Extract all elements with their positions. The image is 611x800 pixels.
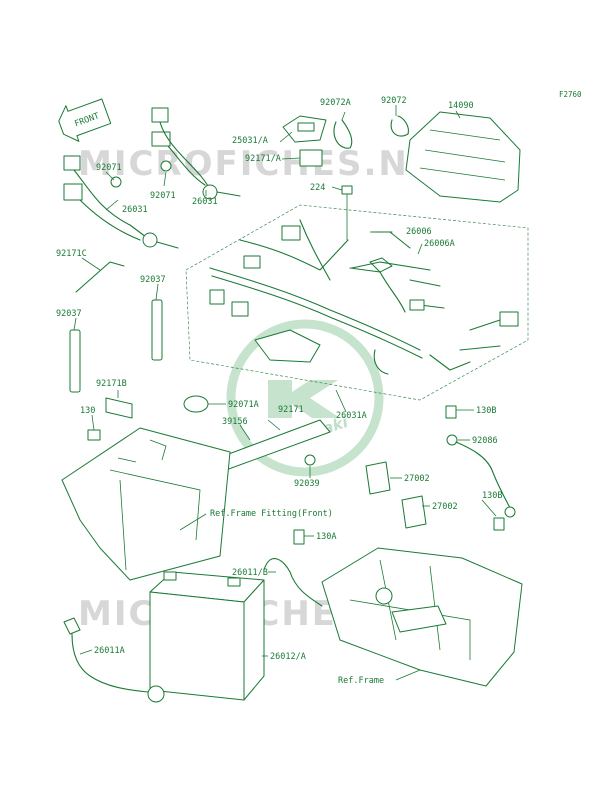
callout-39156: 39156 — [222, 417, 248, 427]
callout-92071-a: 92071 — [96, 163, 122, 173]
part-130A-bolt — [293, 529, 305, 545]
leader-lines — [73, 105, 497, 681]
part-26031-subharness — [63, 107, 241, 249]
callout-25031A: 25031/A — [232, 136, 268, 146]
callout-92171A: 92171/A — [245, 154, 281, 164]
callout-224: 224 — [310, 183, 325, 193]
figure-code: F2760 — [559, 90, 582, 99]
part-27002-cover-a — [365, 461, 391, 495]
callout-ref-frame-fitting-front: Ref.Frame Fitting(Front) — [210, 509, 333, 519]
part-25031-relay — [282, 115, 327, 143]
part-14090-cover — [405, 111, 521, 203]
frame-fitting-front — [61, 427, 231, 581]
callout-26011A: 26011A — [94, 646, 125, 656]
callout-92039: 92039 — [294, 479, 320, 489]
part-92086-ground-cable — [445, 405, 516, 531]
part-92037-band-a — [151, 299, 163, 361]
callout-26012A: 26012/A — [270, 652, 306, 662]
callout-26031A: 26031A — [336, 411, 367, 421]
callout-92171B: 92171B — [96, 379, 127, 389]
part-92037-band-b — [69, 329, 81, 393]
callout-92037-a: 92037 — [140, 275, 166, 285]
part-27002-cover-b — [401, 495, 427, 529]
callout-92071-b: 92071 — [150, 191, 176, 201]
part-130-bolt — [87, 429, 101, 441]
callout-92037-b: 92037 — [56, 309, 82, 319]
part-26011A-cable — [63, 617, 165, 703]
part-92039-clip — [304, 454, 316, 466]
callout-92072A: 92072A — [320, 98, 351, 108]
callout-26031-a: 26031 — [122, 205, 148, 215]
callout-26006: 26006 — [406, 227, 432, 237]
callout-92072: 92072 — [381, 96, 407, 106]
front-arrow: FRONT — [58, 98, 112, 142]
watermark-top: MICROFICHES.NET — [78, 144, 459, 184]
callout-27002-b: 27002 — [432, 502, 458, 512]
part-92171B-bracket — [105, 397, 133, 419]
part-92171C-bracket — [75, 261, 125, 293]
callout-27002-a: 27002 — [404, 474, 430, 484]
part-26012A-battery — [149, 571, 265, 701]
callout-130B-b: 130B — [482, 491, 502, 501]
part-92072-clamp — [390, 115, 409, 137]
callout-26011B: 26011/B — [232, 568, 268, 578]
callout-14090: 14090 — [448, 101, 474, 111]
callout-130: 130 — [80, 406, 95, 416]
callout-26031-b: 26031 — [192, 197, 218, 207]
part-92072A-clamp — [333, 119, 353, 149]
part-26011B-cable — [263, 558, 323, 607]
callout-92171: 92171 — [278, 405, 304, 415]
main-harness-box — [185, 204, 529, 401]
part-224-fuse — [341, 185, 353, 240]
part-92071A-grommet — [183, 395, 209, 413]
part-92171A-clip — [299, 149, 323, 167]
frame-rear — [321, 547, 523, 687]
callout-130A: 130A — [316, 532, 336, 542]
callout-130B-a: 130B — [476, 406, 496, 416]
callout-26006A: 26006A — [424, 239, 455, 249]
callout-92086: 92086 — [472, 436, 498, 446]
callout-92171C: 92171C — [56, 249, 87, 259]
callout-ref-frame: Ref.Frame — [338, 676, 384, 686]
callout-92071A: 92071A — [228, 400, 259, 410]
